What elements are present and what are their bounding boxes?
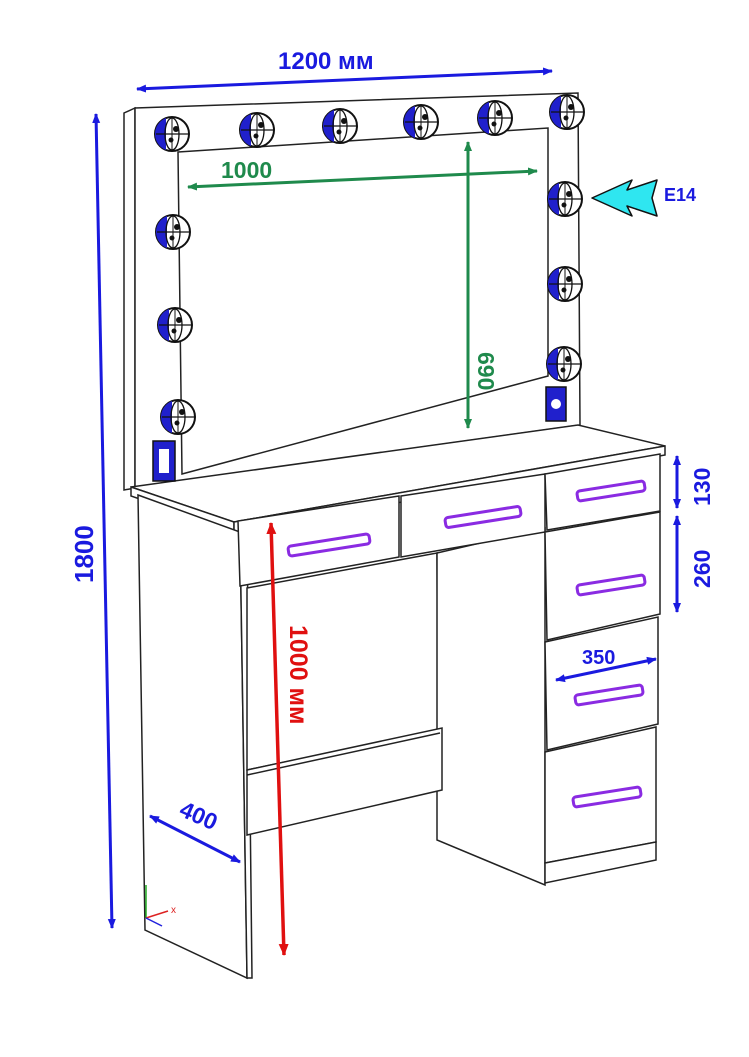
drawer-2 — [544, 511, 661, 641]
bulb-icon — [547, 181, 583, 217]
dim-line-depth — [149, 814, 241, 864]
label-drawer-height: 260 — [689, 550, 715, 588]
dimension-lines — [92, 67, 681, 956]
dim-line-drawer-width — [555, 656, 657, 683]
handle — [571, 785, 643, 809]
bulb-icon — [239, 112, 275, 148]
bulb-icon — [547, 266, 583, 302]
axis-x-label: x — [171, 905, 176, 916]
mirror — [123, 92, 581, 491]
knee-space — [246, 527, 546, 887]
handle — [443, 505, 523, 529]
label-inner-width: 1000 — [221, 157, 272, 183]
axis-gizmo: x — [145, 885, 176, 927]
drawer-3 — [544, 616, 659, 751]
bulb-icon — [155, 214, 191, 250]
pointer-arrow-icon — [591, 179, 658, 217]
dim-line-inner-width — [187, 167, 538, 191]
socket-icon — [152, 440, 176, 482]
left-leg — [137, 493, 253, 980]
bulbs — [154, 94, 585, 435]
label-total-height: 1800 — [69, 525, 99, 583]
dim-line-total-height — [92, 113, 116, 929]
bulb-icon — [160, 399, 196, 435]
dim-line-table-height — [266, 522, 289, 956]
pedestal-drawers — [544, 453, 661, 884]
bulb-icon — [403, 104, 439, 140]
label-top-drawer-height: 130 — [689, 468, 715, 506]
handle — [575, 573, 647, 597]
label-mirror-width: 1200 мм — [278, 48, 374, 75]
dim-line-mirror-width — [136, 67, 553, 93]
label-inner-height: 690 — [473, 352, 499, 390]
handle — [573, 683, 645, 707]
bulb-icon — [477, 100, 513, 136]
label-table-height: 1000 мм — [284, 625, 312, 725]
bulb-icon — [546, 346, 582, 382]
bulb-icon — [549, 94, 585, 130]
handle — [575, 479, 647, 503]
socket-icon — [545, 386, 567, 422]
bulb-icon — [157, 307, 193, 343]
bulb-icon — [322, 108, 358, 144]
label-drawer-width: 350 — [582, 647, 615, 669]
bulb-icon — [154, 116, 190, 152]
label-bulb-type: E14 — [664, 185, 696, 205]
